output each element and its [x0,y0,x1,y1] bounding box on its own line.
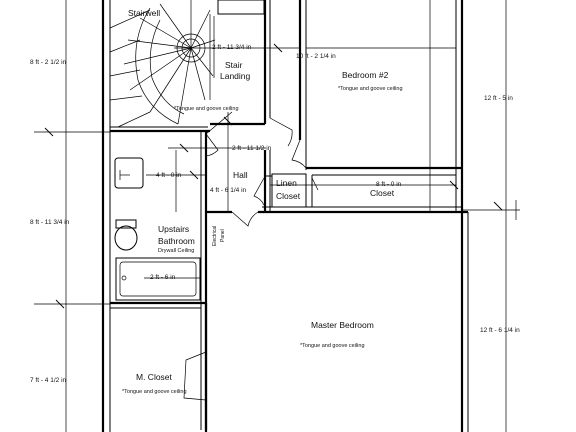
interior-walls [110,0,468,432]
dimension-labels: 8 ft - 2 1/2 in 8 ft - 11 3/4 in 7 ft - … [30,44,520,384]
label-master-bedroom: Master Bedroom [311,320,374,330]
label-electrical-panel: Electrical [212,226,218,246]
dim-hall-width: 2 ft - 11 1/2 in [232,145,272,152]
label-master-closet: M. Closet [136,372,173,382]
room-labels: Stairwell Stair Landing Bedroom #2 Hall … [128,8,395,382]
note-bedroom-2: *Tongue and goove ceiling [338,86,403,92]
label-electrical-panel-2: Panel [220,229,226,242]
dim-hall-length: 4 ft - 6 1/4 in [210,187,247,194]
exterior-walls [101,0,469,432]
ceiling-notes: *Tongue and goove ceiling *Tongue and go… [122,86,403,395]
spiral-staircase [109,0,216,128]
label-hall: Hall [233,170,248,180]
label-upstairs-bathroom-2: Bathroom [158,236,195,246]
label-upstairs-bathroom: Upstairs [158,224,189,234]
note-stair-landing: *Tongue and goove ceiling [174,106,239,112]
doors [183,111,319,401]
dim-right-bottom: 12 ft - 6 1/4 in [480,327,520,334]
note-master-closet: *Tongue and goove ceiling [122,389,187,395]
label-closet: Closet [370,188,395,198]
dim-left-bottom: 7 ft - 4 1/2 in [30,377,67,384]
label-linen-closet-2: Closet [276,191,301,201]
label-stair-landing-2: Landing [220,71,251,81]
dimension-lines [34,0,520,432]
label-stair-landing: Stair [225,60,243,70]
bathroom-fixtures [114,157,201,301]
dim-closet-width: 8 ft - 0 in [376,181,402,188]
note-master-bedroom: *Tongue and goove ceiling [300,343,365,349]
dim-stair-width: 2 ft - 11 3/4 in [212,44,252,51]
dim-right-top: 12 ft - 5 in [484,95,513,102]
label-bedroom-2: Bedroom #2 [342,70,389,80]
dim-bath-width: 4 ft - 0 in [156,172,182,179]
dim-bedroom2-width: 10 ft - 2 1/4 in [296,53,336,60]
label-stairwell: Stairwell [128,8,160,18]
dim-left-mid: 8 ft - 11 3/4 in [30,219,70,226]
dim-tub-width: 2 ft - 6 in [150,274,176,281]
label-linen-closet: Linen [276,178,297,188]
dim-left-top: 8 ft - 2 1/2 in [30,59,67,66]
note-bathroom: Drywall Ceiling [158,248,194,254]
